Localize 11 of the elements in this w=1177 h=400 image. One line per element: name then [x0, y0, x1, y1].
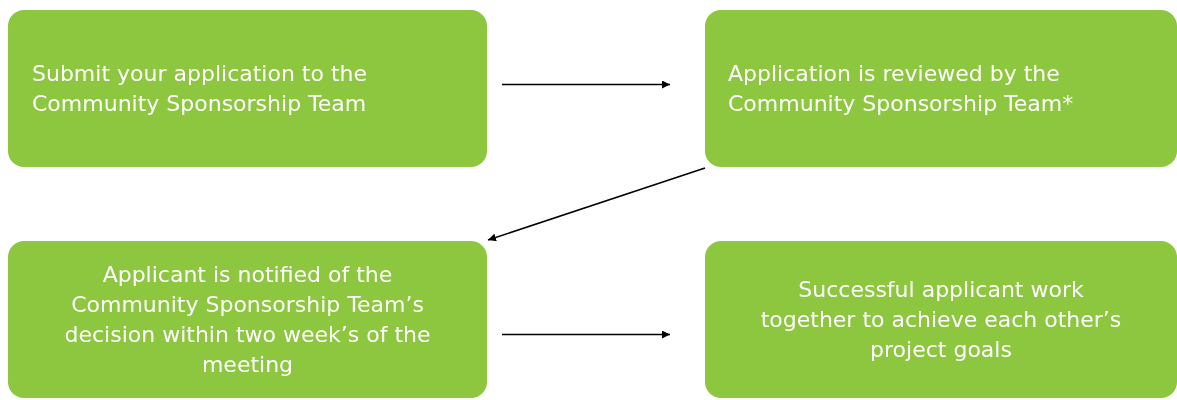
process-box: [705, 241, 1177, 398]
process-box: [8, 10, 487, 167]
arrow: [501, 330, 671, 339]
step-text: Applicant is notified of the Community Sponsorship Team’s decision within two week’s of the meeting: [63, 260, 432, 379]
process-box: [8, 241, 487, 398]
step-text: Successful applicant work together to achieve each other’s project goals: [759, 275, 1123, 364]
step-text: Submit your application to the Community Sponsorship Team: [32, 59, 369, 118]
process-box: [705, 10, 1177, 167]
arrow: [487, 167, 706, 242]
step-text: Application is reviewed by the Community Sponsorship Team*: [728, 59, 1075, 118]
arrow: [501, 80, 671, 89]
